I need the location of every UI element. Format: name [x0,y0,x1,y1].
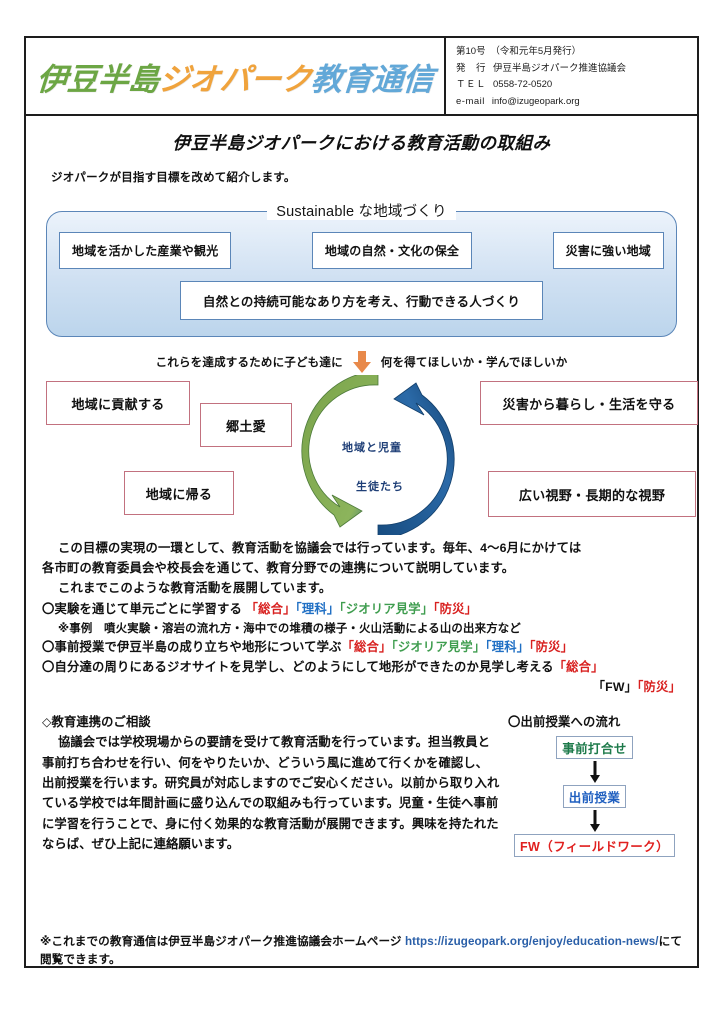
sustainable-panel: 地域を活かした産業や観光 地域の自然・文化の保全 災害に強い地域 自然との持続可… [46,204,677,337]
consultation-paragraph: 協議会では学校現場からの要請を受けて教育活動を行っています。担当教員と事前打ち合… [42,735,500,852]
bullet-1-note: ※事例 噴火実験・溶岩の流れ方・海中での堆積の様子・火山活動による山の出来方など [58,622,521,635]
content-sheet: 伊豆半島ジオパークにおける教育活動の取組み ジオパークが目指す目標を改めて紹介し… [26,130,698,980]
flow-column: 〇出前授業への流れ 事前打合せ 出前授業 FW（フィールドワーク） [506,712,681,857]
cycle-diagram: 地域に貢献する 郷土愛 地域に帰る 災害から暮らし・生活を守る 広い視野・長期的… [40,375,698,535]
email-label: e-mail [456,95,485,107]
logo-part-kyoiku-tsushin: 教育通信 [309,61,435,97]
sustainable-box: 地域を活かした産業や観光 地域の自然・文化の保全 災害に強い地域 自然との持続可… [46,211,677,337]
flow-chart: 事前打合せ 出前授業 FW（フィールドワーク） [508,735,681,857]
paragraph-1-line-1: この目標の実現の一環として、教育活動を協議会では行っています。毎年、4～6月にか… [58,541,582,555]
subject-tag: 「総合」 [341,640,392,655]
bullet-item-3: 〇自分達の周りにあるジオサイトを見学し、どのようにして地形ができたのか見学し考え… [42,658,681,678]
footnote: ※これまでの教育通信は伊豆半島ジオパーク推進協議会ホームページ https://… [40,933,683,970]
logo-part-geopark: ジオパーク [157,61,313,97]
cycle-box-protect-life: 災害から暮らし・生活を守る [480,381,698,425]
sustainable-card-row: 地域を活かした産業や観光 地域の自然・文化の保全 災害に強い地域 [59,232,664,269]
telephone-label: ＴＥＬ [456,79,487,91]
subject-tag: 「防災」 [433,601,478,616]
flow-arrow-down-icon-1 [589,760,600,783]
sustainable-card-disaster: 災害に強い地域 [552,232,664,269]
page-title: 伊豆半島ジオパークにおける教育活動の取組み [172,133,551,153]
paragraph-2: これまでこのような教育活動を展開しています。 [58,580,332,595]
cycle-box-hometown-love: 郷土愛 [200,403,292,447]
flow-title: 〇出前授業への流れ [508,714,621,729]
cycle-box-broad-vision: 広い視野・長期的な視野 [488,471,696,517]
paragraph-1-line-2: 各市町の教育委員会や校長会を通じて、教育分野での連携について説明しています。 [42,560,515,575]
footnote-pre-text: ※これまでの教育通信は伊豆半島ジオパーク推進協議会ホームページ [40,934,405,948]
subject-tag: 「理科」 [295,601,340,616]
publisher-line: 発 行伊豆半島ジオパーク推進協議会 [456,63,697,75]
subject-tag: 「FW」 [592,679,638,694]
intro-text: ジオパークが目指す目標を改めて紹介します。 [51,172,296,184]
footnote-post-text: にて閲覧できます。 [40,934,683,967]
caption-right: 何を得てほしいか・学んでほしいか [380,357,568,369]
subject-tag: 「総合」 [245,601,296,616]
telephone-value: 0558-72-0520 [493,79,553,91]
subject-tag: 「ジオリア見学」 [391,640,486,655]
bullet-3-tags-second-line: 「FW」「防災」 [593,680,681,694]
sustainable-card-people: 自然との持続可能なあり方を考え、行動できる人づくり [179,281,544,320]
flow-node-fieldwork: FW（フィールドワーク） [514,833,675,857]
flow-node-premeeting: 事前打合せ [556,735,633,759]
publication-logo: 伊豆半島ジオパーク教育通信 [35,54,435,99]
sustainable-wide-row: 自然との持続可能なあり方を考え、行動できる人づくり [59,281,664,320]
email-value: info@izugeopark.org [491,95,580,107]
down-arrow-icon [352,351,371,373]
email-line: e-mail info@izugeopark.org [456,96,697,108]
bullet-2-tags: 「総合」「ジオリア見学」「理科」「防災」 [342,640,574,654]
bullet-1-text: 〇実験を通じて単元ごとに学習する [42,601,242,616]
activity-bullet-list: 〇実験を通じて単元ごとに学習する 「総合」「理科」「ジオリア見学」「防災」 ※事… [42,600,681,698]
cycle-center-label-1: 地域と児童 [342,442,402,454]
bullet-item-2: 〇事前授業で伊豆半島の成り立ちや地形について学ぶ「総合」「ジオリア見学」「理科」… [42,638,681,658]
logo-cell: 伊豆半島ジオパーク教育通信 [26,38,446,114]
issue-number: 第10号 （令和元年5月発行） [456,46,582,58]
bullet-3-text: 〇自分達の周りにあるジオサイトを見学し、どのようにして地形ができたのか見学し考え… [42,660,554,674]
bullet-1-tags: 「総合」「理科」「ジオリア見学」「防災」 [246,602,478,616]
circular-arrows-icon [301,375,455,535]
newsletter-archive-link[interactable]: https://izugeopark.org/enjoy/education-n… [404,934,659,948]
consultation-column: ◇教育連携のご相談 協議会では学校現場からの要請を受けて教育活動を行っています。… [42,712,500,857]
sustainable-card-industry: 地域を活かした産業や観光 [59,232,232,269]
telephone-line: ＴＥＬ 0558-72-0520 [456,79,697,91]
bullet-3-tags: 「総合」 [554,660,604,674]
logo-part-izuhanto: 伊豆半島 [35,61,160,97]
flow-node-delivery-class: 出前授業 [562,784,627,808]
goal-caption-row: これらを達成するために子ども達に 何を得てほしいか・学んでほしいか [40,351,683,373]
cycle-center-label-2: 生徒たち [356,481,404,493]
publisher-label: 発 行 [456,62,487,74]
sustainable-card-nature: 地域の自然・文化の保全 [311,232,473,269]
bullet-item-1: 〇実験を通じて単元ごとに学習する 「総合」「理科」「ジオリア見学」「防災」 [42,600,681,620]
bullet-2-text: 〇事前授業で伊豆半島の成り立ちや地形について学ぶ [42,640,342,655]
subject-tag: 「ジオリア見学」 [339,601,434,616]
masthead-contact-block: 第10号 （令和元年5月発行） 発 行伊豆半島ジオパーク推進協議会 ＴＥＬ 055… [446,38,697,114]
cycle-box-contribute: 地域に貢献する [46,381,190,425]
caption-left: これらを達成するために子ども達に [155,357,343,369]
masthead: 伊豆半島ジオパーク教育通信 第10号 （令和元年5月発行） 発 行伊豆半島ジオパ… [26,38,697,116]
lower-section: ◇教育連携のご相談 協議会では学校現場からの要請を受けて教育活動を行っています。… [42,712,681,857]
publisher-value: 伊豆半島ジオパーク推進協議会 [493,62,627,74]
bullet-item-3-continuation: 「FW」「防災」 [42,678,681,698]
subject-tag: 「防災」 [529,640,574,655]
activities-text-block: この目標の実現の一環として、教育活動を協議会では行っています。毎年、4～6月にか… [42,539,681,698]
flow-arrow-down-icon-2 [589,809,600,832]
cycle-box-return-home: 地域に帰る [124,471,234,515]
subject-tag: 「防災」 [637,679,681,694]
subject-tag: 「総合」 [553,660,604,674]
newsletter-page: 伊豆半島ジオパーク教育通信 第10号 （令和元年5月発行） 発 行伊豆半島ジオパ… [24,36,699,968]
consultation-heading: ◇教育連携のご相談 [42,714,151,729]
subject-tag: 「理科」 [485,640,530,655]
